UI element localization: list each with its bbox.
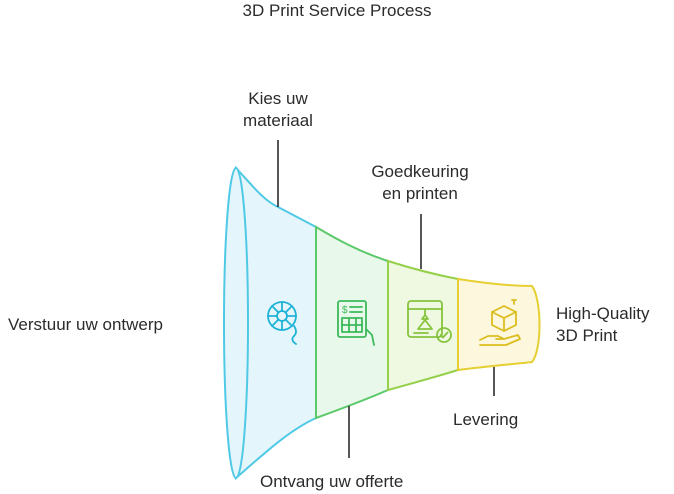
stage-label-quote: Ontvang uw offerte <box>260 472 404 491</box>
quote-document-icon: $ <box>337 300 375 346</box>
approval-print-icon <box>407 300 452 343</box>
funnel-segment-quote <box>315 225 389 420</box>
funnel-segment-approval <box>387 259 459 392</box>
stage-label-delivery: Levering <box>453 410 519 429</box>
stage-label-material: Kies uw materiaal <box>243 89 313 130</box>
stage-label-approval: Goedkeuring en printen <box>371 162 469 203</box>
outcome-label: High-Quality 3D Print <box>556 304 650 345</box>
stage-label-send-design: Verstuur uw ontwerp <box>8 315 163 334</box>
delivery-box-icon <box>479 299 521 346</box>
design-wheel-icon <box>267 301 297 345</box>
svg-text:$: $ <box>342 305 348 316</box>
diagram-title: 3D Print Service Process <box>242 1 432 20</box>
funnel-segment-delivery <box>457 277 541 372</box>
funnel-mouth <box>223 167 249 479</box>
